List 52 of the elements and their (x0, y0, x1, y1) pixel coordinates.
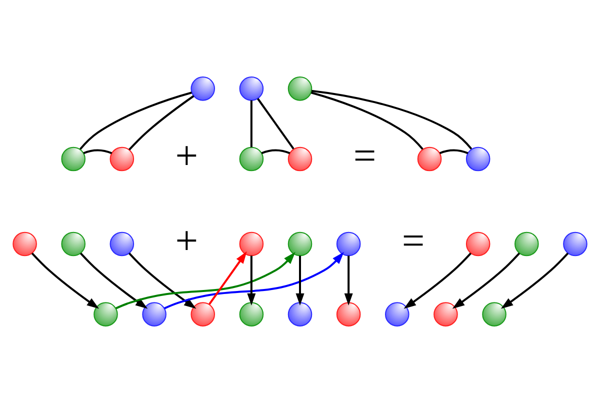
connector (83, 149, 112, 154)
label: = (402, 218, 425, 264)
arrow (296, 256, 304, 306)
connector (79, 92, 192, 150)
arrow (500, 252, 569, 309)
node-circle (288, 302, 312, 326)
node-circle (563, 232, 588, 256)
node-circle (239, 76, 264, 101)
node-circle (61, 146, 86, 172)
label: = (353, 133, 376, 178)
node-circle (385, 302, 410, 326)
node-circle (514, 232, 539, 256)
node-circle (336, 302, 361, 326)
node-circle (466, 146, 490, 172)
node-circle (12, 232, 37, 256)
arrow (452, 252, 520, 309)
arrow (344, 256, 353, 306)
node-circle (239, 232, 264, 256)
connector (261, 149, 290, 154)
label: + (175, 218, 198, 264)
node-circle (239, 146, 264, 172)
node-circle (288, 76, 312, 101)
node-circle (190, 76, 215, 101)
node-circle (61, 232, 86, 256)
connector (128, 95, 194, 150)
node-circle (142, 302, 166, 326)
node-circle (239, 302, 264, 326)
arrow (208, 251, 247, 305)
arrow (80, 252, 148, 309)
node-circle (110, 146, 134, 172)
connector (310, 92, 424, 150)
connector (312, 90, 472, 150)
node-circle (417, 146, 442, 172)
node-circle (288, 146, 312, 172)
node-circle (288, 232, 312, 256)
node-circle (482, 302, 506, 326)
connector (439, 149, 468, 154)
label: + (175, 133, 198, 178)
node-circle (94, 302, 118, 326)
arrow (164, 252, 344, 310)
arrow (116, 252, 296, 310)
node-circle (466, 232, 490, 256)
connector (250, 100, 252, 148)
arrow (128, 252, 196, 309)
node-circle (336, 232, 361, 256)
connector (256, 98, 294, 150)
node-circle (190, 302, 215, 326)
arrow (31, 252, 100, 309)
node-circle (110, 232, 134, 256)
node-circle (434, 302, 458, 326)
arrow (404, 252, 472, 309)
arrow (247, 256, 256, 306)
